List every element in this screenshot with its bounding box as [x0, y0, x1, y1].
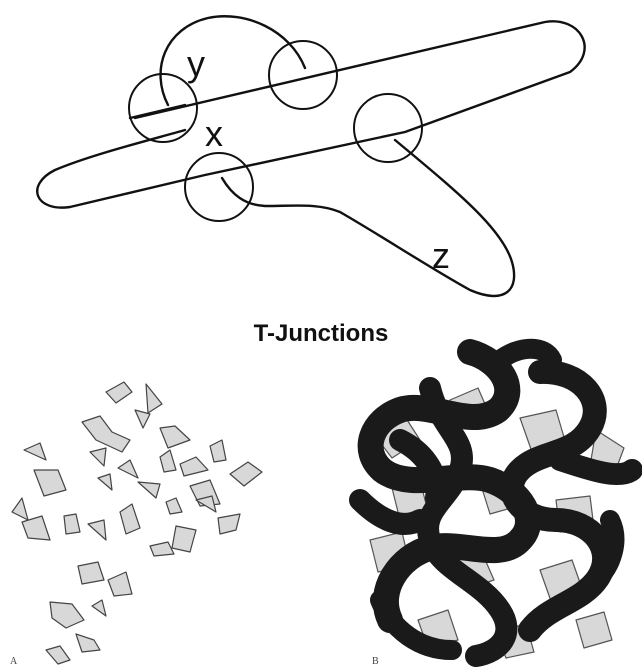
fragment [217, 513, 241, 535]
fragment [21, 515, 51, 541]
fragment [159, 425, 191, 449]
occluder-blob [417, 377, 518, 667]
fragment [134, 409, 151, 429]
lower-band-contour [128, 103, 187, 120]
fragment [45, 645, 71, 665]
fragment [33, 469, 67, 497]
loop-y-contour [159, 15, 307, 107]
junction-circle-2 [268, 40, 338, 110]
region-label-y: y [187, 43, 205, 84]
fragment [575, 611, 613, 649]
fragment [89, 447, 107, 467]
fragment [49, 601, 85, 629]
region-label-z: z [432, 235, 450, 276]
junction-circle-1 [128, 73, 198, 143]
fragment [81, 415, 131, 453]
junction-circle-4 [184, 152, 254, 222]
fragment [165, 497, 183, 515]
panel-letter-b: B [372, 656, 379, 667]
fragment [105, 381, 133, 404]
fragment [149, 541, 175, 557]
fragment [23, 442, 47, 461]
fragments-panel-b [349, 338, 642, 667]
upper-band-contour [36, 20, 586, 209]
fragment [159, 449, 177, 473]
fragment [63, 513, 81, 535]
fragment [119, 503, 141, 535]
region-label-x: x [205, 113, 223, 154]
fragment [171, 525, 197, 553]
fragment [87, 519, 107, 541]
panel-letter-a: A [10, 656, 18, 667]
fragment [229, 461, 263, 487]
fragment [107, 571, 133, 597]
fragment [11, 497, 29, 521]
fragment [117, 459, 139, 479]
shape-z-contour [220, 138, 516, 298]
fragment [179, 456, 209, 477]
fragment [209, 439, 227, 463]
fragments-panel-a [11, 381, 263, 665]
fragment [97, 473, 113, 491]
fragment [137, 481, 161, 499]
fragment [195, 495, 217, 513]
junction-circle-3 [353, 93, 423, 163]
fragment [91, 599, 107, 617]
fragment [75, 633, 101, 653]
figure-caption: T-Junctions [253, 320, 389, 347]
occluder-blob [349, 429, 642, 535]
fragment [145, 383, 163, 414]
overlapping-shapes-diagram [36, 15, 586, 298]
junction-markers [128, 40, 423, 222]
occluder-blob [370, 338, 625, 660]
fragment [77, 561, 105, 585]
